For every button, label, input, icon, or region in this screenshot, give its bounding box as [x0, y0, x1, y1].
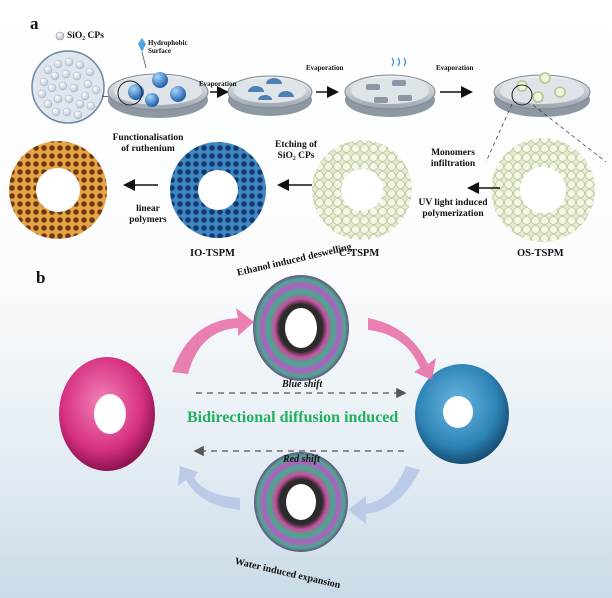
colloidal-sphere	[31, 50, 105, 124]
sio2-legend-label: SiO₂ CPs	[67, 31, 104, 41]
hydrophobic-surface-label: Hydrophobic Surface	[148, 39, 188, 55]
uv-polymerization-label: UV light induced polymerization	[418, 198, 488, 219]
ring-ruthenium	[9, 141, 107, 239]
petri-dish-3	[344, 57, 436, 117]
arrow-pink-down	[368, 318, 436, 380]
os-tspm-label: OS-TSPM	[517, 248, 564, 259]
blue-shift-label: Blue shift	[282, 379, 323, 390]
torus-blue	[415, 364, 509, 464]
evaporation-label-2: Evaporation	[306, 64, 344, 72]
torus-pink	[59, 357, 155, 471]
arrow-pink-up	[172, 308, 254, 374]
petri-dish-1	[107, 38, 209, 118]
ring-os-tspm	[491, 138, 595, 242]
bidirectional-label: Bidirectional diffusion induced	[187, 409, 399, 426]
panel-b-label: b	[36, 268, 46, 287]
c-tspm-label: C-TSPM	[339, 248, 380, 259]
etching-label: Etching of SiO₂ CPs	[275, 140, 317, 161]
petri-dish-4	[493, 72, 591, 117]
ring-io-tspm	[170, 142, 266, 238]
petri-dish-2	[227, 75, 313, 116]
arrow-gray-left	[348, 466, 420, 524]
droplet-icon	[138, 38, 146, 52]
sio2-legend-icon	[55, 31, 65, 41]
ring-c-tspm	[312, 140, 412, 240]
io-tspm-label: IO-TSPM	[190, 248, 235, 259]
evaporation-label-3: Evaporation	[436, 64, 474, 72]
functionalisation-label: Functionalisation of ruthenium	[112, 133, 184, 154]
panel-a-label: a	[30, 14, 39, 33]
arrow-gray-up	[178, 466, 240, 510]
linear-polymers-label: linear polymers	[129, 204, 167, 225]
evaporation-label-1: Evaporation	[199, 80, 237, 88]
torus-rainbow-top	[253, 275, 349, 381]
red-shift-label: Red shift	[283, 454, 320, 465]
torus-rainbow-bottom	[254, 452, 348, 552]
monomers-infiltration-label: Monomers infiltration	[430, 148, 476, 169]
